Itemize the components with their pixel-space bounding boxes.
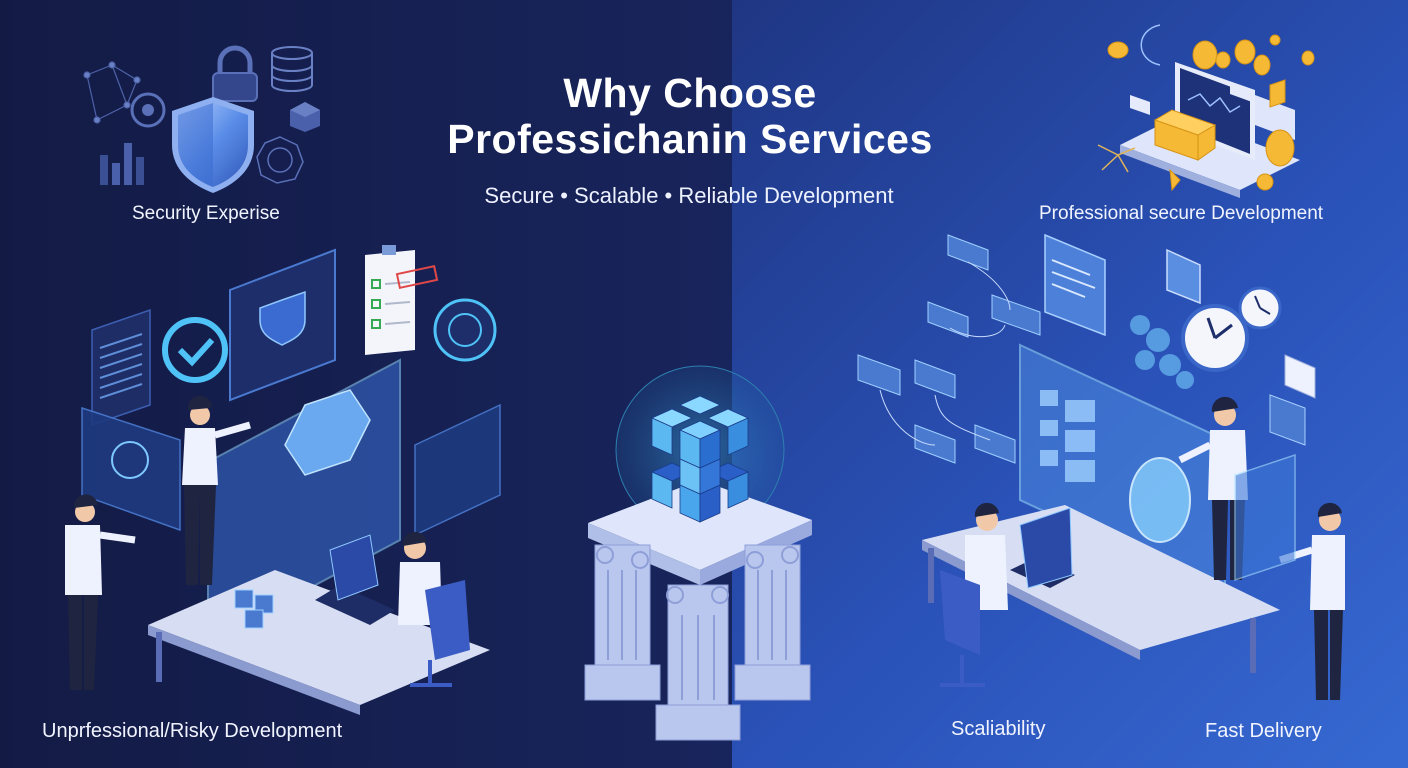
gear-icon: [130, 92, 166, 128]
database-icon: [271, 46, 313, 92]
network-nodes-icon: [83, 61, 141, 124]
person-standing: [182, 395, 251, 585]
cube-icon: [290, 102, 320, 132]
person-left: [65, 494, 136, 690]
label-security-expertise: Security Experise: [132, 203, 280, 224]
page-title-line1: Why Choose: [563, 70, 817, 116]
label-fast-delivery: Fast Delivery: [1205, 720, 1322, 742]
person-seated: [398, 531, 470, 687]
person-seated-right: [940, 502, 1008, 687]
label-professional-secure-development: Professional secure Development: [1039, 203, 1324, 224]
label-scalability: Scaliability: [951, 718, 1046, 740]
person-right: [1278, 502, 1345, 700]
page-title-line2: Professichanin Services: [447, 116, 933, 162]
virus-icon: [256, 136, 304, 184]
blockchain-cube-pillars-icon: [584, 365, 812, 741]
team-workstation-icon: [65, 245, 501, 715]
clock-icon: [1181, 286, 1282, 372]
bar-chart-icon: [100, 143, 144, 185]
page-subtitle: Secure • Scalable • Reliable Development: [484, 183, 894, 208]
team-workstation-icon-right: [857, 233, 1345, 700]
label-unprofessional-risky-development: Unprfessional/Risky Development: [42, 720, 343, 742]
padlock-icon: [212, 45, 258, 102]
shield-icon: [172, 97, 254, 193]
laptop-coins-icon: [1097, 24, 1315, 198]
